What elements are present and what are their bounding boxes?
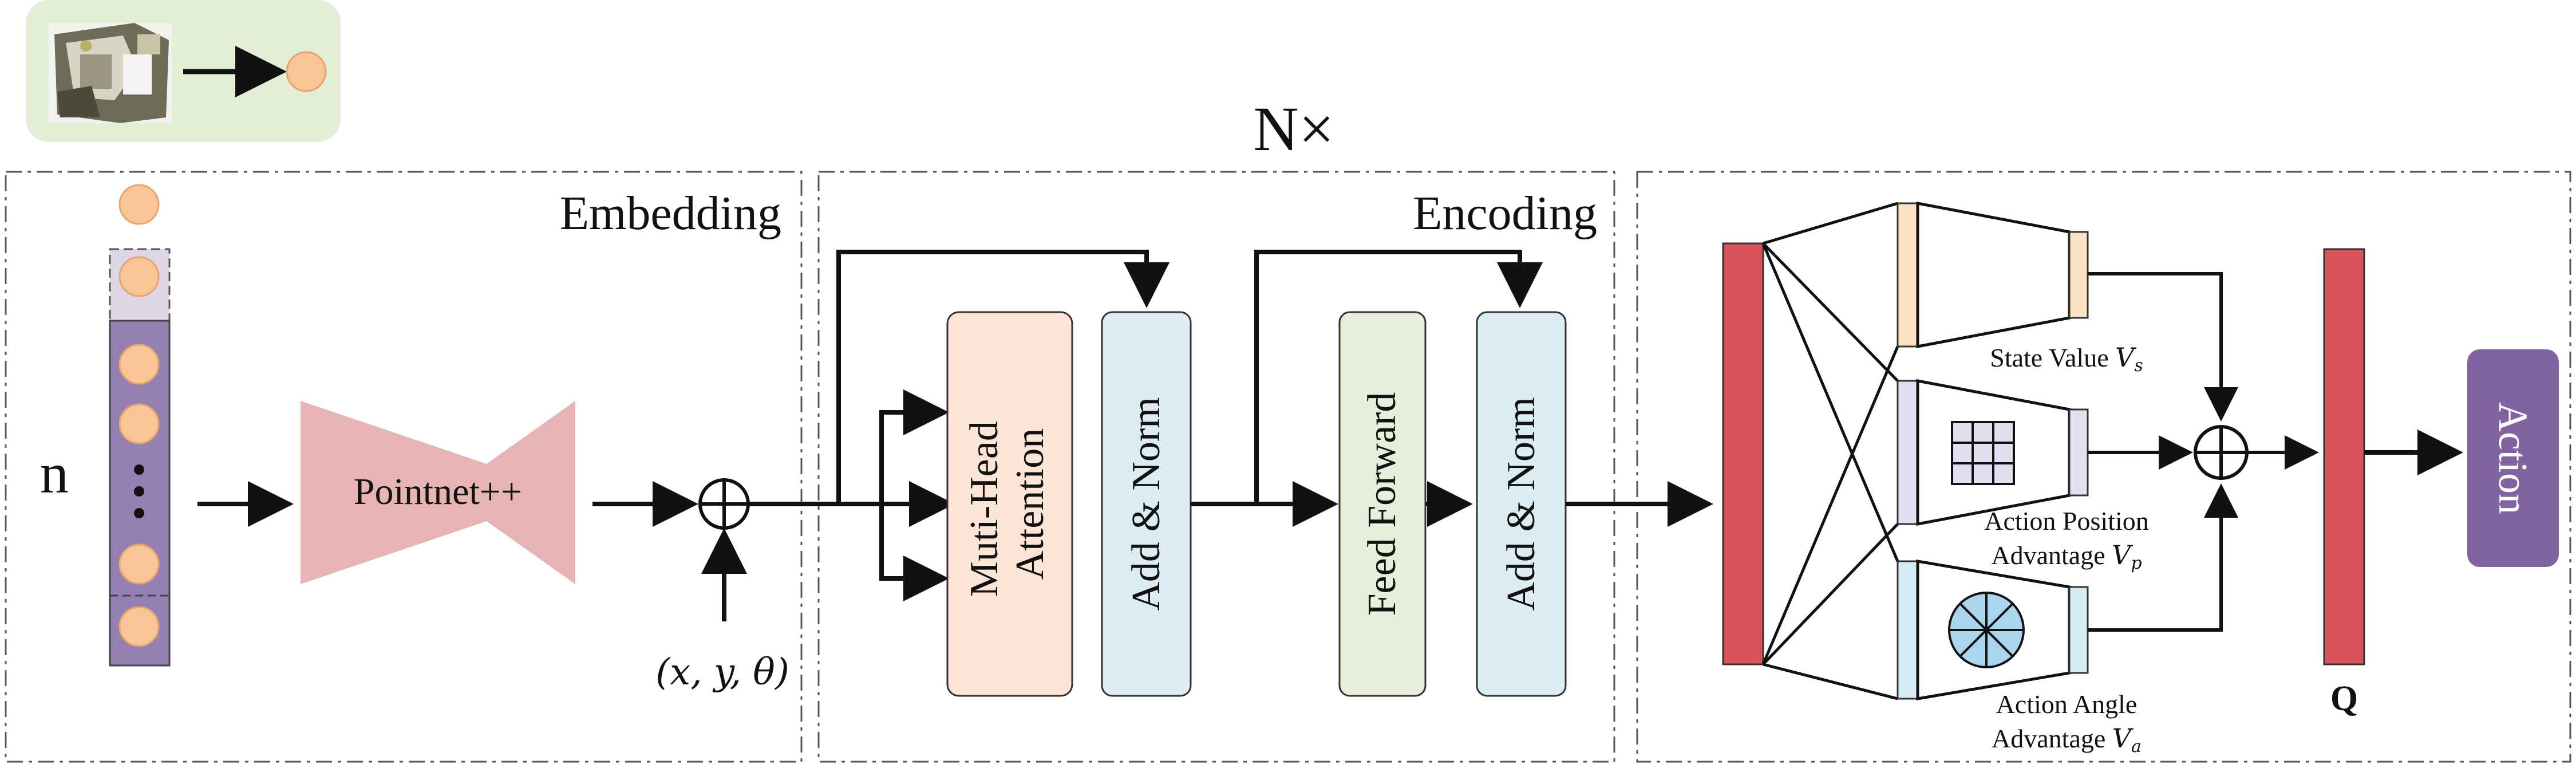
position-label-line2: Advantage Vp	[1991, 539, 2142, 573]
encoding-section	[817, 171, 1615, 763]
dense-layer-bar	[1722, 242, 1764, 665]
angle-wheel-icon	[1948, 592, 2025, 668]
action-angle-branch	[1897, 560, 2089, 700]
fan-out-lines	[1761, 202, 1899, 700]
attention-label-line2: Attention	[1008, 428, 1052, 580]
add-norm-block-1: Add & Norm	[1101, 311, 1192, 697]
encoding-title: Encoding	[1413, 187, 1597, 240]
addnorm1-label: Add & Norm	[1124, 397, 1168, 611]
aggregation-plus-icon	[2194, 425, 2249, 480]
token-column	[109, 184, 171, 667]
add-norm-block-2: Add & Norm	[1476, 311, 1567, 697]
state-value-label: State Value Vs	[1990, 342, 2143, 376]
grid-icon	[1951, 421, 2015, 485]
action-label: Action	[2490, 402, 2536, 514]
angle-label-line2: Advantage Va	[1992, 723, 2142, 757]
cls-token	[118, 184, 160, 225]
n-label: n	[40, 442, 69, 505]
dueling-section	[1636, 171, 2571, 763]
circled-plus-icon	[698, 478, 750, 530]
position-label-line1: Action Position	[1984, 506, 2149, 535]
feedforward-label: Feed Forward	[1360, 392, 1404, 616]
pointcloud-inset	[26, 0, 341, 142]
multihead-attention-block: Muti-Head Attention	[946, 311, 1073, 697]
pointnet-block: Pointnet++	[301, 401, 575, 584]
angle-label-line1: Action Angle	[1996, 690, 2138, 719]
feed-forward-block: Feed Forward	[1338, 311, 1427, 697]
repeat-label: N×	[1253, 94, 1334, 164]
svg-text:Muti-Head Attention: Muti-Head Attention	[962, 411, 1052, 597]
action-position-branch	[1897, 379, 2089, 526]
embedding-title: Embedding	[560, 187, 781, 240]
state-value-branch	[1897, 201, 2089, 349]
attention-label-line1: Muti-Head	[962, 421, 1006, 597]
pointnet-label: Pointnet++	[354, 471, 522, 513]
embedding-section	[5, 171, 803, 763]
token-icon	[286, 51, 327, 92]
pose-input-label: (x, y, θ)	[655, 651, 789, 694]
q-bar	[2323, 248, 2365, 665]
action-output-block: Action	[2467, 349, 2559, 567]
addnorm2-label: Add & Norm	[1499, 397, 1543, 611]
q-label: Q	[2330, 679, 2358, 718]
pointcloud-thumbnail	[49, 23, 172, 123]
